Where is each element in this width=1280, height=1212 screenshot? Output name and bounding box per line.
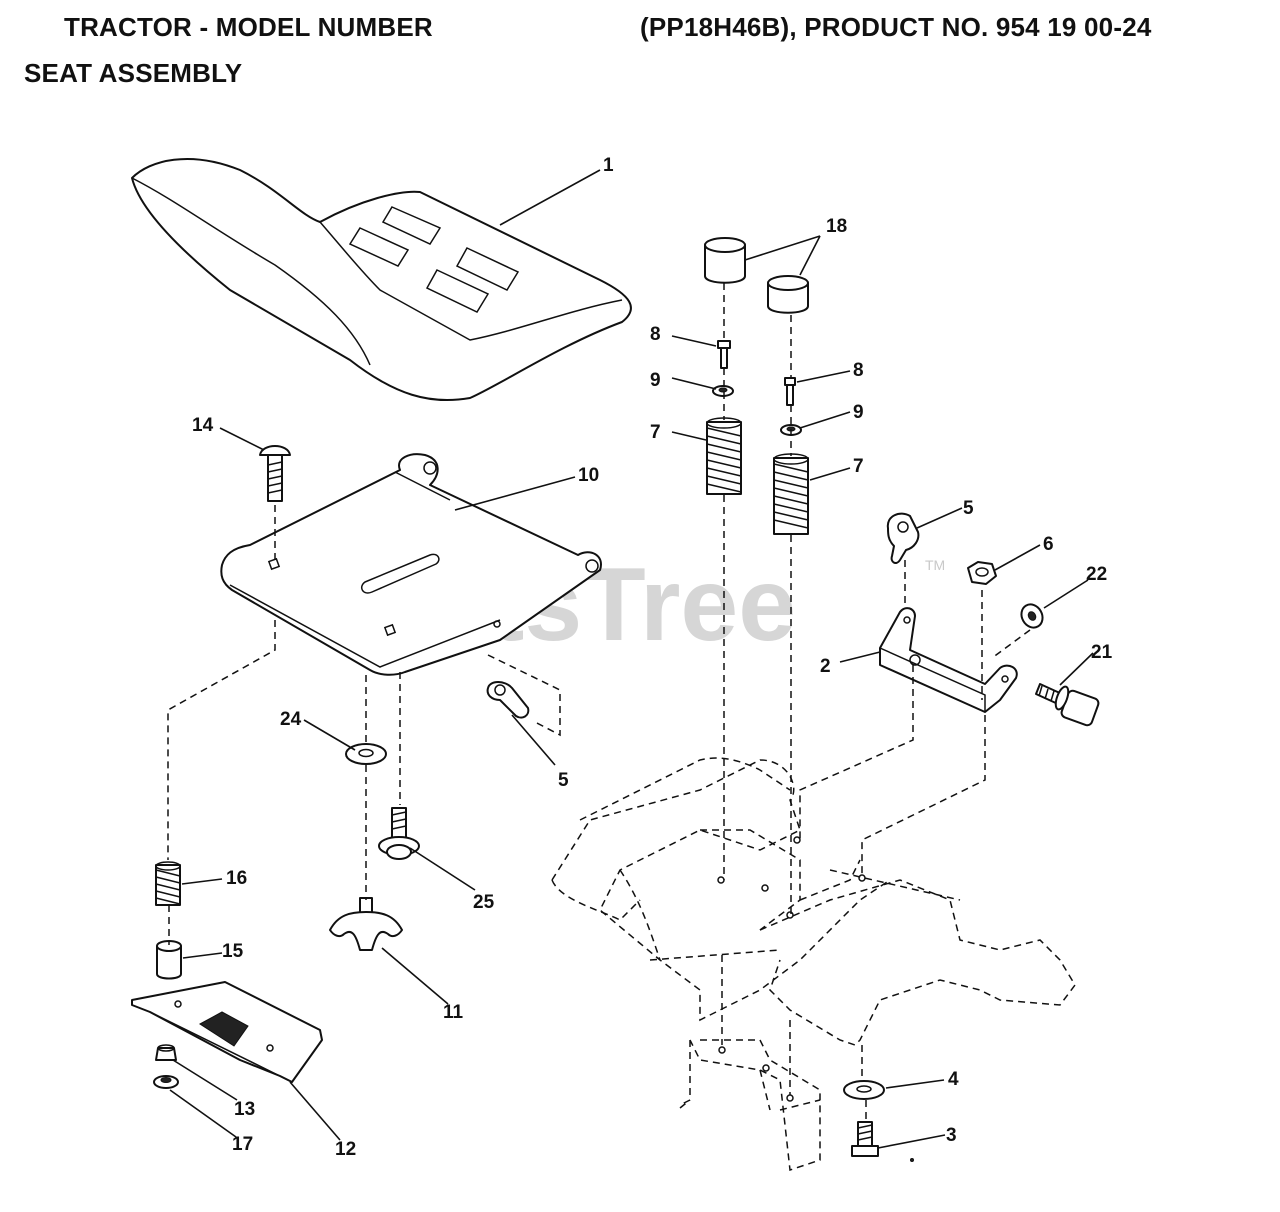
speck	[910, 1158, 914, 1162]
spacer	[156, 940, 182, 980]
callout-4: 4	[948, 1069, 959, 1090]
callout-24: 24	[280, 709, 302, 730]
callout-2: 2	[820, 656, 831, 677]
callout-21: 21	[1091, 642, 1113, 663]
rubber-bumper-left	[704, 237, 746, 284]
lock-nut-small	[153, 1075, 179, 1089]
hex-nut-small	[155, 1044, 177, 1061]
spring-clip	[886, 512, 920, 564]
seat-pan	[220, 453, 602, 676]
callout-10: 10	[578, 465, 599, 486]
screw-left	[717, 340, 731, 369]
callout-7-left: 7	[650, 422, 661, 443]
callout-13: 13	[234, 1099, 255, 1120]
shoulder-bolt	[378, 807, 420, 860]
callout-3: 3	[946, 1125, 957, 1146]
hex-bolt-frame	[851, 1121, 879, 1157]
title-right: (PP18H46B), PRODUCT NO. 954 19 00-24	[640, 12, 1152, 42]
seat-spring-left	[706, 417, 742, 495]
callout-25: 25	[473, 892, 495, 913]
callout-7-right: 7	[853, 456, 864, 477]
callout-6: 6	[1043, 534, 1054, 555]
callout-8-right: 8	[853, 360, 864, 381]
tractor-frame-outline	[551, 757, 1076, 1172]
callout-5-left: 5	[558, 770, 569, 791]
carriage-bolt	[259, 445, 291, 502]
seat-clip	[486, 654, 561, 737]
seat-spring-small	[155, 861, 181, 906]
callout-18: 18	[826, 216, 847, 237]
section-title: SEAT ASSEMBLY	[24, 58, 243, 88]
hex-nut	[967, 561, 997, 585]
leader-lines	[169, 169, 1094, 1149]
callout-15: 15	[222, 941, 244, 962]
callout-8-left: 8	[650, 324, 661, 345]
callout-17: 17	[232, 1134, 253, 1155]
watermark-tm: TM	[925, 557, 945, 573]
callout-9-left: 9	[650, 370, 661, 391]
callout-5-right: 5	[963, 498, 974, 519]
callout-labels: 1 18 8 9 7 8 9 7 14 10 5 6 22 2 21 24 5 …	[192, 155, 1113, 1160]
callout-16: 16	[226, 868, 247, 889]
seat-spring-right	[773, 453, 809, 535]
flat-washer-frame	[843, 1080, 885, 1100]
seat	[131, 158, 632, 402]
screw-right	[784, 377, 796, 406]
washer-left	[712, 385, 734, 397]
callout-9-right: 9	[853, 402, 864, 423]
callout-22: 22	[1086, 564, 1107, 585]
shoulder-bolt-right	[1035, 683, 1100, 727]
title-left: TRACTOR - MODEL NUMBER	[64, 12, 433, 42]
callout-12: 12	[335, 1139, 356, 1160]
rubber-bumper-right	[767, 275, 809, 314]
alignment-lines	[167, 283, 1031, 1120]
seat-bracket	[879, 607, 1018, 713]
lock-washer	[1020, 603, 1044, 629]
flat-washer-left	[345, 743, 387, 765]
pivot-bracket	[131, 981, 323, 1083]
callout-1: 1	[603, 155, 614, 176]
callout-11: 11	[443, 1002, 464, 1023]
callout-14: 14	[192, 415, 214, 436]
seat-knob	[329, 897, 403, 951]
